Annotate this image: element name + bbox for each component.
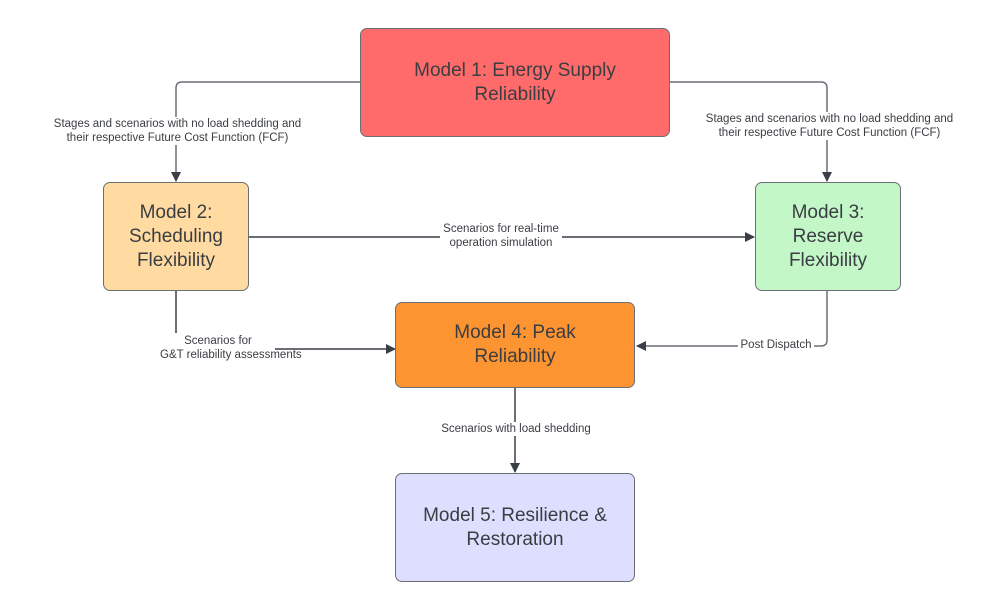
node-model-2: Model 2: Scheduling Flexibility [103,182,249,291]
edge-label-m1-m2: Stages and scenarios with no load sheddi… [40,117,315,145]
node-model-3: Model 3: Reserve Flexibility [755,182,901,291]
edge-label-m2-m3: Scenarios for real-time operation simula… [440,222,562,250]
node-model-5: Model 5: Resilience & Restoration [395,473,635,582]
node-model-5-label: Model 5: Resilience & Restoration [423,504,607,550]
edge-m3-m4 [636,291,828,351]
edge-m1-m2 [171,81,360,182]
node-model-2-label: Model 2: Scheduling Flexibility [128,201,224,271]
edge-m1-m3 [669,81,832,182]
node-model-4: Model 4: Peak Reliability [395,302,635,388]
node-model-3-label: Model 3: Reserve Flexibility [788,201,868,271]
edge-label-m2-m4: Scenarios for G&T reliability assessment… [160,335,302,361]
edge-label-m1-m3: Stages and scenarios with no load sheddi… [692,112,967,140]
edge-label-m4-m5: Scenarios with load shedding [436,422,596,436]
node-model-4-label: Model 4: Peak Reliability [454,322,576,367]
edge-label-m3-m4: Post Dispatch [738,338,814,352]
node-model-1: Model 1: Energy Supply Reliability [360,28,670,137]
node-model-1-label: Model 1: Energy Supply Reliability [414,59,616,105]
